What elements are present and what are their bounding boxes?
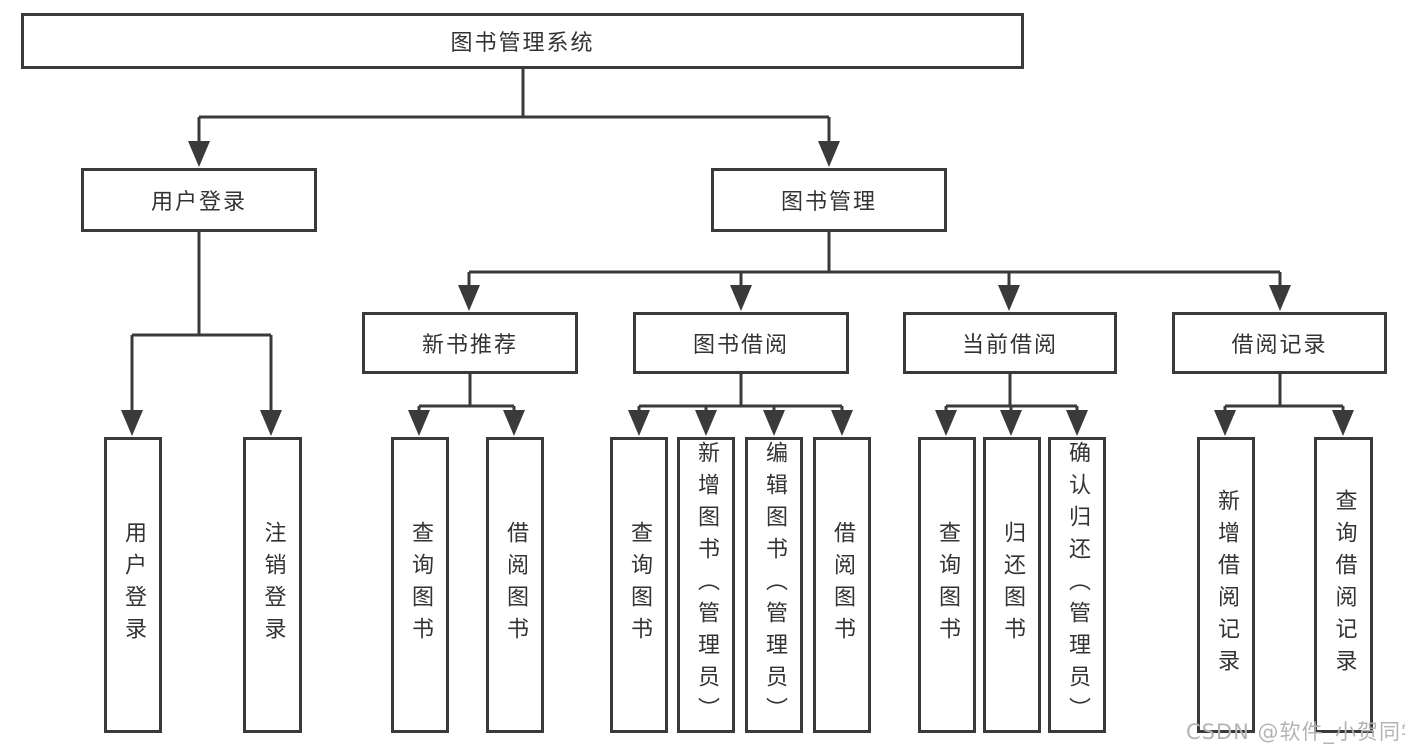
leaf-borrow-books-borrowing: 借阅图书 <box>813 437 871 733</box>
node-label: 当前借阅 <box>961 333 1058 358</box>
node-book-borrowing: 图书借阅 <box>633 312 849 374</box>
leaf-label: 确认归还（管理员） <box>1065 441 1090 729</box>
leaf-label: 查询借阅记录 <box>1331 489 1357 681</box>
node-borrowing-records: 借阅记录 <box>1172 312 1387 374</box>
leaf-label: 查询图书 <box>935 521 960 649</box>
leaf-logout: 注销登录 <box>243 437 302 733</box>
leaf-label: 归还图书 <box>1000 521 1025 649</box>
node-label: 用户登录 <box>150 190 247 215</box>
arrowheads <box>121 141 1354 436</box>
leaf-label: 注销登录 <box>260 521 286 649</box>
leaf-add-borrow-record: 新增借阅记录 <box>1197 437 1255 733</box>
leaf-label: 借阅图书 <box>503 521 528 649</box>
leaf-label: 新增借阅记录 <box>1214 489 1239 681</box>
node-user-login: 用户登录 <box>81 168 317 232</box>
leaf-query-books-recommend: 查询图书 <box>391 437 449 733</box>
leaf-label: 借阅图书 <box>830 521 855 649</box>
node-label: 图书管理 <box>780 190 877 215</box>
leaf-label: 用户登录 <box>121 521 146 649</box>
csdn-watermark: CSDN @软件_小贺同学 <box>1186 720 1405 744</box>
node-label: 图书借阅 <box>692 333 789 358</box>
node-library-management-system: 图书管理系统 <box>21 13 1024 69</box>
leaf-query-borrow-record: 查询借阅记录 <box>1314 437 1373 733</box>
leaf-confirm-return-admin: 确认归还（管理员） <box>1048 437 1106 733</box>
node-new-book-recommendation: 新书推荐 <box>362 312 578 374</box>
leaf-edit-book-admin: 编辑图书（管理员） <box>745 437 803 733</box>
leaf-query-books-current: 查询图书 <box>918 437 976 733</box>
leaf-label: 编辑图书（管理员） <box>762 441 787 729</box>
leaf-label: 查询图书 <box>408 521 433 649</box>
leaf-return-books: 归还图书 <box>983 437 1041 733</box>
node-label: 借阅记录 <box>1231 333 1328 358</box>
node-label: 图书管理系统 <box>450 31 595 56</box>
node-book-management: 图书管理 <box>711 168 947 232</box>
leaf-user-login: 用户登录 <box>104 437 162 733</box>
leaf-label: 查询图书 <box>627 521 652 649</box>
leaf-borrow-books-recommend: 借阅图书 <box>486 437 544 733</box>
node-current-borrowing: 当前借阅 <box>903 312 1117 374</box>
node-label: 新书推荐 <box>421 333 518 358</box>
leaf-label: 新增图书（管理员） <box>694 441 719 729</box>
leaf-add-book-admin: 新增图书（管理员） <box>677 437 735 733</box>
leaf-query-books-borrowing: 查询图书 <box>610 437 668 733</box>
